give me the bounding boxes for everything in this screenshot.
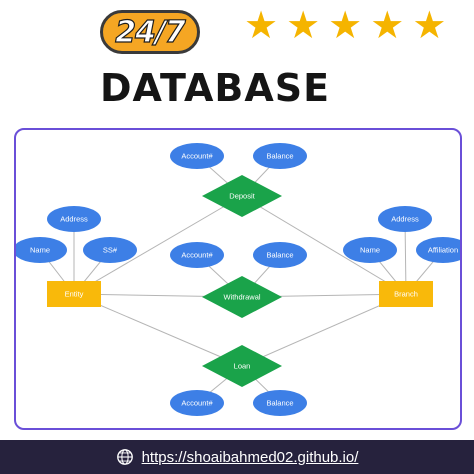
24-7-badge: 24/7 bbox=[100, 10, 200, 54]
entity-branch: Branch bbox=[379, 281, 433, 307]
node-label: SS# bbox=[103, 246, 118, 255]
node-label: Balance bbox=[266, 399, 293, 408]
node-label: Account# bbox=[181, 399, 213, 408]
node-label: Loan bbox=[234, 362, 251, 371]
attribute-deposit-balance: Balance bbox=[253, 143, 307, 169]
attribute-withdrawal-account: Account# bbox=[170, 242, 224, 268]
node-label: Balance bbox=[266, 251, 293, 260]
connector-line bbox=[73, 293, 243, 367]
node-label: Account# bbox=[181, 251, 213, 260]
attribute-withdrawal-balance: Balance bbox=[253, 242, 307, 268]
attribute-entity-name: Name bbox=[16, 237, 67, 263]
node-label: Name bbox=[360, 246, 380, 255]
attribute-branch-name: Name bbox=[343, 237, 397, 263]
node-label: Affiliation bbox=[428, 246, 458, 255]
node-label: Branch bbox=[394, 290, 418, 299]
star-icon: ★ bbox=[328, 5, 363, 47]
entity-entity: Entity bbox=[47, 281, 101, 307]
attribute-loan-balance: Balance bbox=[253, 390, 307, 416]
attribute-branch-address: Address bbox=[378, 206, 432, 232]
node-label: Balance bbox=[266, 152, 293, 161]
star-icon: ★ bbox=[286, 5, 321, 47]
attribute-deposit-account: Account# bbox=[170, 143, 224, 169]
node-label: Address bbox=[60, 215, 88, 224]
node-label: Withdrawal bbox=[223, 293, 260, 302]
star-rating: ★ ★ ★ ★ ★ bbox=[244, 6, 454, 46]
node-label: Account# bbox=[181, 152, 213, 161]
connector-line bbox=[241, 195, 407, 295]
attribute-entity-address: Address bbox=[47, 206, 101, 232]
node-label: Name bbox=[30, 246, 50, 255]
node-label: Address bbox=[391, 215, 419, 224]
attribute-branch-affiliation: Affiliation bbox=[416, 237, 460, 263]
node-label: Deposit bbox=[229, 192, 255, 201]
relationship-deposit: Deposit bbox=[202, 175, 282, 217]
page-title: DATABASE bbox=[100, 66, 331, 110]
star-icon: ★ bbox=[412, 5, 447, 47]
star-icon: ★ bbox=[370, 5, 405, 47]
globe-icon bbox=[116, 449, 133, 465]
relationship-withdrawal: Withdrawal bbox=[202, 276, 282, 318]
connector-line bbox=[73, 195, 243, 295]
relationship-loan: Loan bbox=[202, 345, 282, 387]
footer-bar: https://shoaibahmed02.github.io/ bbox=[0, 440, 474, 474]
attribute-loan-account: Account# bbox=[170, 390, 224, 416]
attribute-entity-ss: SS# bbox=[83, 237, 137, 263]
badge-text: 24/7 bbox=[115, 14, 187, 50]
footer-link[interactable]: https://shoaibahmed02.github.io/ bbox=[141, 448, 359, 466]
connector-line bbox=[241, 293, 407, 367]
node-label: Entity bbox=[65, 290, 84, 299]
star-icon: ★ bbox=[244, 5, 279, 47]
